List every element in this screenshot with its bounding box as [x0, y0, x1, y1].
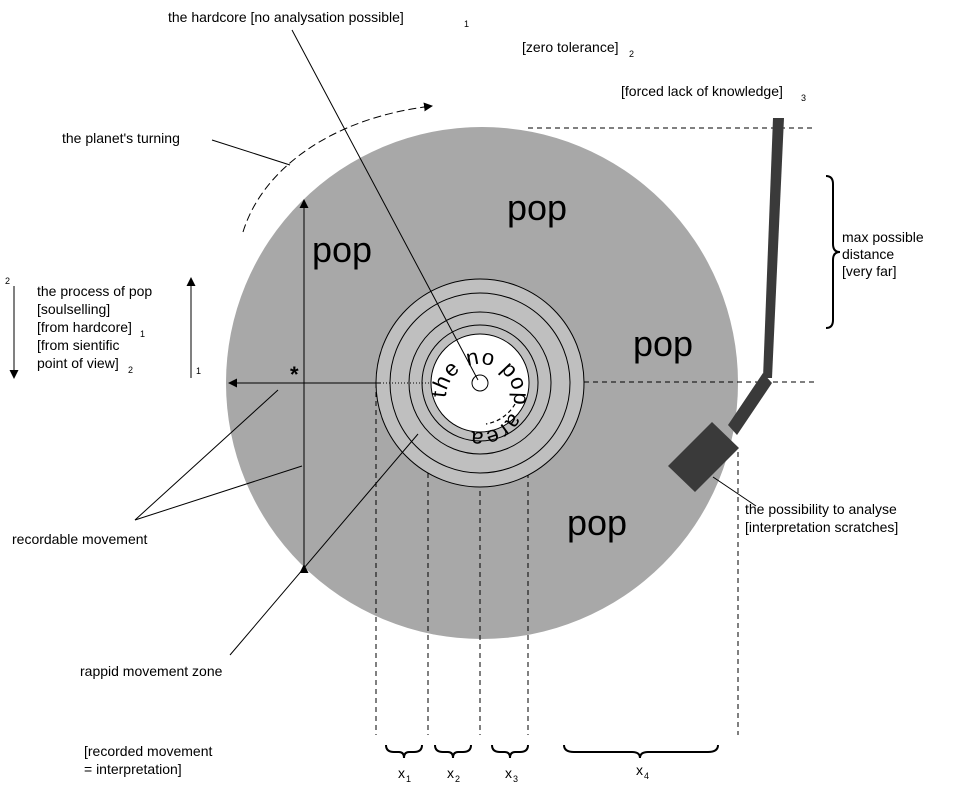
marker-x1: x — [398, 765, 405, 781]
possibility-line2: [interpretation scratches] — [745, 519, 898, 535]
max-distance-brace — [825, 175, 841, 329]
recordable-pointer-1 — [134, 389, 279, 521]
max-distance-line1: max possible — [842, 229, 924, 245]
pop-label-bottom: pop — [567, 502, 627, 543]
marker-x2: x — [447, 765, 454, 781]
process-line3-sub: 1 — [140, 329, 145, 339]
recordable-pointer-2 — [134, 465, 303, 521]
process-arrow-top-num: 2 — [5, 276, 10, 286]
process-arrow-bottom-num: 1 — [196, 366, 201, 376]
zero-tolerance-label: [zero tolerance] — [522, 39, 619, 55]
marker-x4: x — [636, 762, 643, 778]
zero-tolerance-sub: 2 — [629, 49, 634, 59]
pop-label-left: pop — [312, 229, 372, 270]
process-line1: the process of pop — [37, 283, 152, 299]
process-line2: [soulselling] — [37, 301, 110, 317]
possibility-pointer — [712, 476, 757, 507]
recorded-movement-line2: = interpretation] — [84, 761, 182, 777]
marker-x1-sub: 1 — [406, 774, 411, 784]
recorded-movement-line1: [recorded movement — [84, 743, 213, 759]
planet-turning-arc — [242, 102, 433, 233]
process-line5-sub: 2 — [128, 365, 133, 375]
forced-lack-sub: 3 — [801, 93, 806, 103]
marker-x4-sub: 4 — [644, 771, 649, 781]
max-distance-line3: [very far] — [842, 263, 896, 279]
planet-turning-label: the planet's turning — [62, 130, 180, 146]
process-line4: [from sientific — [37, 337, 119, 353]
bottom-braces — [385, 744, 719, 759]
hardcore-pointer — [291, 29, 479, 381]
tonearm — [668, 118, 784, 492]
hardcore-label: the hardcore [no analysation possible] — [168, 9, 404, 25]
rappid-zone-label: rappid movement zone — [80, 663, 223, 679]
spindle-hole — [471, 374, 489, 392]
inner-rings — [375, 278, 585, 488]
possibility-line1: the possibility to analyse — [745, 501, 897, 517]
recordable-movement-label: recordable movement — [12, 531, 148, 547]
ring-dash-arc — [485, 403, 516, 425]
marker-x3-sub: 3 — [513, 774, 518, 784]
process-line5: point of view] — [37, 355, 119, 371]
marker-x3: x — [505, 765, 512, 781]
process-line3: [from hardcore] — [37, 319, 132, 335]
tonearm-cartridge — [668, 422, 739, 492]
marker-x2-sub: 2 — [455, 774, 460, 784]
forced-lack-label: [forced lack of knowledge] — [621, 83, 783, 99]
planet-turning-pointer — [211, 139, 291, 166]
pop-label-top: pop — [507, 187, 567, 228]
asterisk-marker: * — [290, 362, 299, 387]
pop-label-right: pop — [633, 323, 693, 364]
rappid-pointer — [229, 433, 419, 656]
max-distance-line2: distance — [842, 246, 894, 262]
hardcore-sub: 1 — [464, 19, 469, 29]
